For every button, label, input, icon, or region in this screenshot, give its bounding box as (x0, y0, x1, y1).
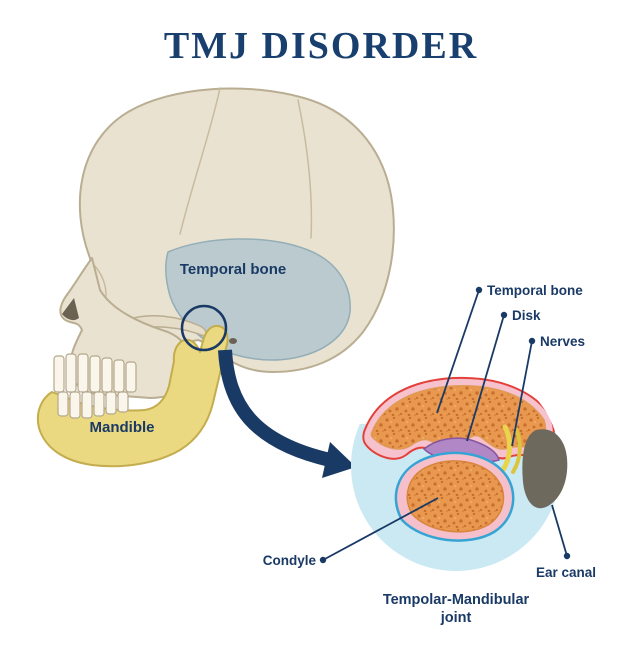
zoom-arrow-head (322, 442, 356, 478)
tooth (93, 391, 105, 417)
nerve-strand (500, 424, 513, 473)
tooth (101, 357, 113, 393)
inset-disk-label: Disk (512, 308, 541, 323)
inset-nerves-label: Nerves (540, 334, 585, 349)
inset-temporal-bone-label: Temporal bone (487, 283, 583, 298)
leader-line-nerves (511, 340, 533, 447)
leader-line-condyle (322, 497, 439, 561)
temporal-bone-cross-section (370, 385, 547, 453)
nerve-strand (511, 427, 522, 474)
leader-line-ear-canal (551, 504, 568, 557)
tooth (53, 355, 65, 393)
ear-canal-shape (522, 429, 568, 509)
tooth (69, 391, 81, 419)
tooth (125, 361, 137, 393)
label-dot-ear-canal (563, 552, 571, 560)
inset-annotations: Temporal bone Disk Nerves Condyle Ear ca… (263, 283, 596, 626)
label-dot-condyle (319, 556, 327, 564)
label-dot-temporal-bone (475, 286, 483, 294)
skull-illustration: Temporal bone Mandible (36, 87, 395, 468)
page-title: TMJ DISORDER (164, 25, 478, 67)
inset-caption-line2: joint (440, 610, 472, 626)
mandible-label: Mandible (89, 419, 154, 436)
joint-inset (351, 361, 568, 571)
nasal-aperture (62, 298, 79, 321)
inset-ear-canal-label: Ear canal (536, 565, 596, 580)
inset-caption-line1: Tempolar-Mandibular (383, 592, 530, 608)
suture-line (179, 87, 221, 235)
lower-teeth (57, 391, 129, 419)
label-dot-disk (500, 311, 508, 319)
tooth (65, 353, 77, 393)
tooth (105, 391, 117, 415)
leader-line-temporal-bone (436, 289, 480, 414)
leader-line-disk (466, 314, 505, 442)
tooth (81, 391, 93, 419)
tooth (117, 391, 129, 413)
zoom-arrow-shaft (218, 349, 332, 467)
tooth (57, 391, 69, 417)
tooth (113, 359, 125, 393)
mandible-bone (36, 324, 229, 468)
inset-condyle-label: Condyle (263, 553, 317, 568)
temporal-bone-label: Temporal bone (180, 261, 286, 278)
condyle-bone (406, 460, 505, 533)
ear-opening (229, 338, 237, 344)
nerve-fibers (500, 424, 522, 474)
tooth (77, 353, 89, 393)
label-dot-nerves (528, 337, 536, 345)
suture-line (297, 99, 313, 239)
zoom-arrow (218, 349, 356, 478)
tmj-focus-ring (180, 304, 228, 352)
tooth (89, 355, 101, 393)
